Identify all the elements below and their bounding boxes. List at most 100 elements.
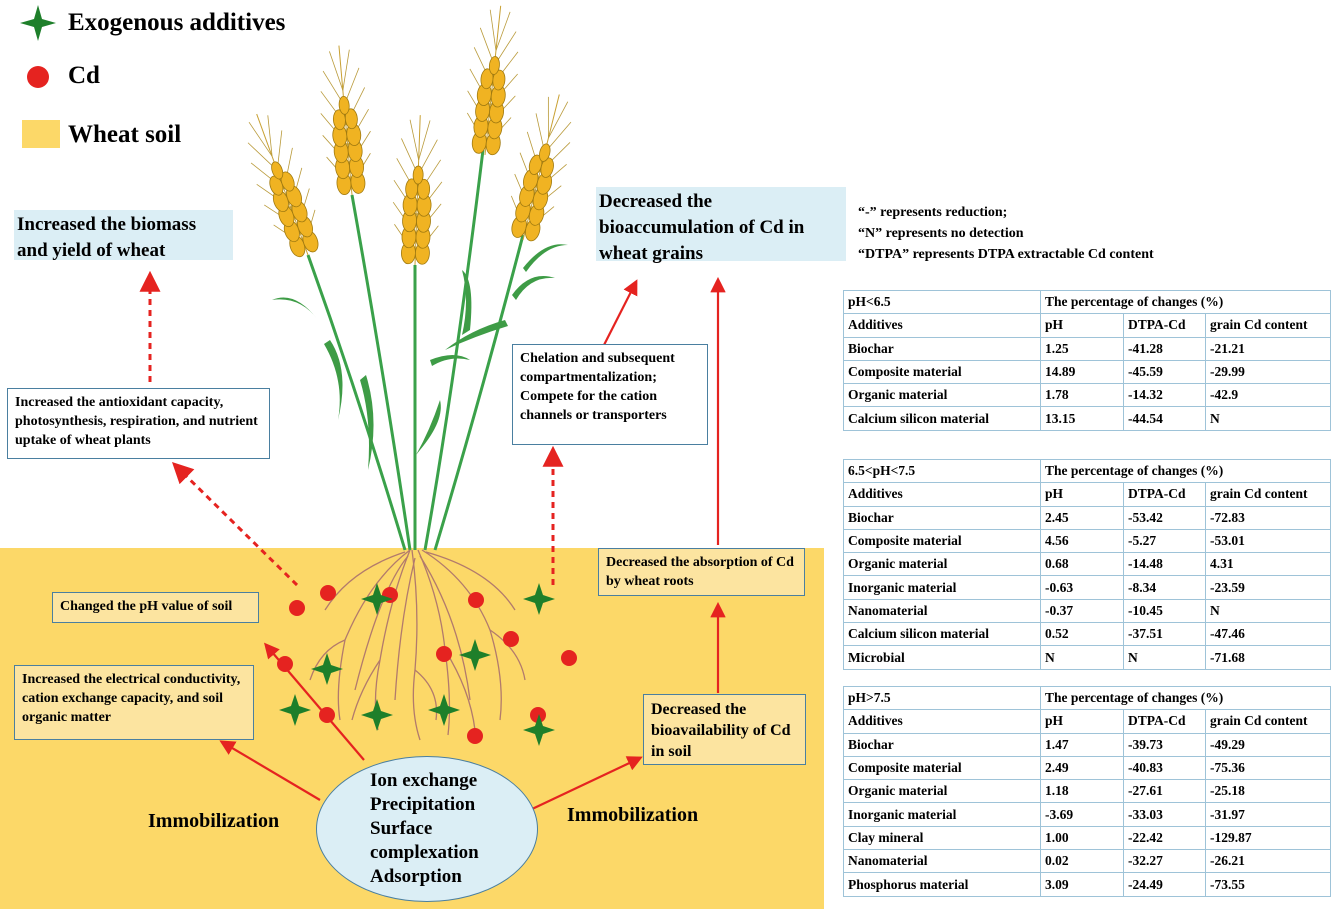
cd-particle — [289, 600, 305, 616]
value-cell: 1.25 — [1040, 336, 1124, 361]
additive-name-cell: Organic material — [843, 552, 1041, 577]
ph-effect-box: Changed the pH value of soil — [52, 592, 259, 623]
cd-particle — [382, 587, 398, 603]
immobilization-label-right: Immobilization — [567, 804, 699, 826]
additive-name-cell: Nanomaterial — [843, 598, 1041, 624]
value-cell: -29.99 — [1205, 359, 1331, 385]
value-cell: 4.31 — [1205, 552, 1331, 577]
mechanism-item: Precipitation — [370, 794, 476, 815]
value-cell: -45.59 — [1123, 359, 1206, 385]
table-header-row: pH>7.5 The percentage of changes (%) — [843, 685, 1331, 711]
value-cell: -32.27 — [1123, 849, 1206, 874]
value-cell: 2.49 — [1040, 755, 1124, 781]
value-cell: -40.83 — [1123, 755, 1206, 781]
changes-header-cell: The percentage of changes (%) — [1040, 685, 1331, 711]
value-cell: 3.09 — [1040, 872, 1124, 897]
value-cell: -25.18 — [1205, 779, 1331, 804]
value-cell: -37.51 — [1123, 622, 1206, 647]
column-header: DTPA-Cd — [1123, 482, 1206, 507]
value-cell: -41.28 — [1123, 336, 1206, 361]
soil-swatch-icon — [22, 120, 60, 148]
value-cell: -14.32 — [1123, 383, 1206, 408]
table-ph-6-5-to-7-5: 6.5<pH<7.5 The percentage of changes (%)… — [843, 458, 1331, 670]
mechanism-item: Ion exchange — [370, 770, 478, 791]
value-cell: -42.9 — [1205, 383, 1331, 408]
antioxidant-effect-box: Increased the antioxidant capacity, phot… — [7, 388, 270, 459]
value-cell: 0.52 — [1040, 622, 1124, 647]
cd-particle — [468, 592, 484, 608]
immobilization-label-left: Immobilization — [148, 810, 280, 832]
column-header: DTPA-Cd — [1123, 709, 1206, 734]
additive-name-cell: Nanomaterial — [843, 849, 1041, 874]
column-header: Additives — [843, 482, 1041, 507]
note-reduction: “-” represents reduction; — [858, 205, 1008, 220]
additive-name-cell: Clay mineral — [843, 825, 1041, 851]
value-cell: -14.48 — [1123, 552, 1206, 577]
bioaccumulation-effect-heading: Decreased the bioaccumulation of Cd in w… — [596, 187, 846, 264]
value-cell: -8.34 — [1123, 575, 1206, 600]
note-no-detection: “N” represents no detection — [858, 226, 1024, 241]
additive-name-cell: Inorganic material — [843, 575, 1041, 600]
column-header: grain Cd content — [1205, 709, 1331, 734]
table-row: Inorganic material-0.63-8.34-23.59 — [843, 575, 1331, 600]
table-header-row: 6.5<pH<7.5 The percentage of changes (%) — [843, 458, 1331, 484]
value-cell: -129.87 — [1205, 825, 1331, 851]
cd-particle — [467, 728, 483, 744]
table-column-row: Additives pH DTPA-Cd grain Cd content — [843, 313, 1331, 338]
additive-name-cell: Calcium silicon material — [843, 622, 1041, 647]
biomass-effect-heading: Increased the biomass and yield of wheat — [14, 210, 233, 261]
additive-name-cell: Organic material — [843, 383, 1041, 408]
additive-name-cell: Microbial — [843, 645, 1041, 670]
value-cell: -72.83 — [1205, 505, 1331, 530]
cd-particle — [436, 646, 452, 662]
value-cell: 1.78 — [1040, 383, 1124, 408]
value-cell: -31.97 — [1205, 802, 1331, 827]
value-cell: 1.00 — [1040, 825, 1124, 851]
value-cell: -75.36 — [1205, 755, 1331, 781]
table-ph-below-6-5: pH<6.5 The percentage of changes (%) Add… — [843, 289, 1331, 431]
note-dtpa: “DTPA” represents DTPA extractable Cd co… — [858, 247, 1154, 262]
value-cell: -0.37 — [1040, 598, 1124, 624]
mechanism-item: Surface complexation — [370, 818, 479, 863]
value-cell: -47.46 — [1205, 622, 1331, 647]
cd-particle — [503, 631, 519, 647]
value-cell: -27.61 — [1123, 779, 1206, 804]
value-cell: 14.89 — [1040, 359, 1124, 385]
cd-particle — [530, 707, 546, 723]
table-column-row: Additives pH DTPA-Cd grain Cd content — [843, 482, 1331, 507]
column-header: Additives — [843, 709, 1041, 734]
cd-particle — [319, 707, 335, 723]
mechanism-ellipse: Ion exchange Precipitation Surface compl… — [316, 756, 538, 902]
column-header: pH — [1040, 709, 1124, 734]
additive-name-cell: Biochar — [843, 336, 1041, 361]
cd-particle — [561, 650, 577, 666]
value-cell: -53.42 — [1123, 505, 1206, 530]
value-cell: -53.01 — [1205, 528, 1331, 554]
absorption-effect-box: Decreased the absorption of Cd by wheat … — [598, 548, 805, 596]
value-cell: -22.42 — [1123, 825, 1206, 851]
red-dot-icon — [27, 66, 49, 88]
value-cell: -39.73 — [1123, 732, 1206, 757]
table-ph-above-7-5: pH>7.5 The percentage of changes (%) Add… — [843, 685, 1331, 897]
cd-particle — [277, 656, 293, 672]
value-cell: -23.59 — [1205, 575, 1331, 600]
legend-soil-label: Wheat soil — [68, 121, 182, 148]
additive-name-cell: Organic material — [843, 779, 1041, 804]
legend-cd-label: Cd — [68, 62, 100, 89]
value-cell: N — [1205, 406, 1331, 431]
column-header: grain Cd content — [1205, 482, 1331, 507]
value-cell: -21.21 — [1205, 336, 1331, 361]
changes-header-cell: The percentage of changes (%) — [1040, 458, 1331, 484]
column-header: grain Cd content — [1205, 313, 1331, 338]
value-cell: -3.69 — [1040, 802, 1124, 827]
condition-cell: pH<6.5 — [843, 289, 1041, 315]
value-cell: -26.21 — [1205, 849, 1331, 874]
value-cell: N — [1123, 645, 1206, 670]
table-header-row: pH<6.5 The percentage of changes (%) — [843, 289, 1331, 315]
